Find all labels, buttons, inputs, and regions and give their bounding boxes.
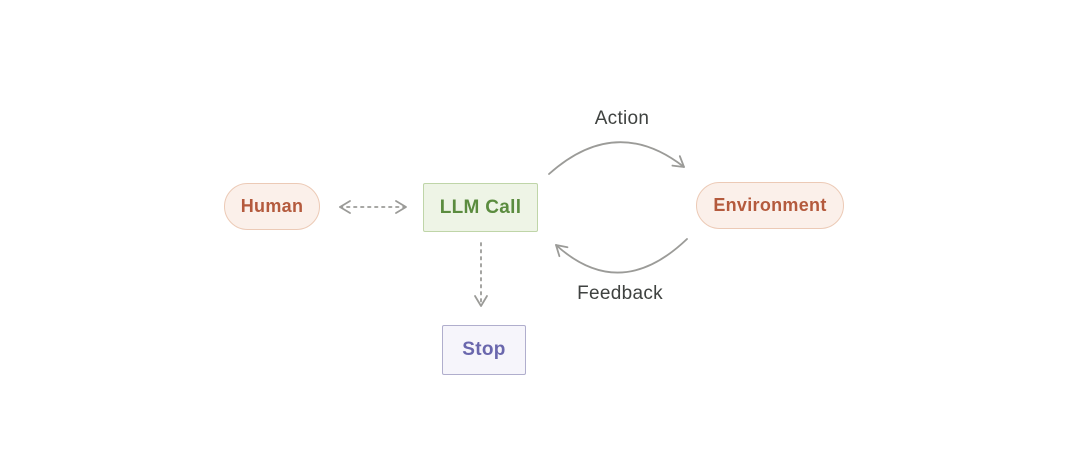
feedback-curved-arrow xyxy=(555,238,688,274)
environment-node-label: Environment xyxy=(713,195,827,215)
action-edge-label: Action xyxy=(594,108,650,129)
human-node-label: Human xyxy=(240,196,304,216)
environment-node: Environment xyxy=(696,182,844,229)
action-curved-arrow xyxy=(548,141,685,175)
llm-call-node-label: LLM Call xyxy=(439,196,522,218)
stop-node: Stop xyxy=(442,325,526,375)
feedback-edge-label: Feedback xyxy=(577,283,663,304)
human-node: Human xyxy=(224,183,320,230)
stop-node-label: Stop xyxy=(462,339,506,360)
llm-call-node: LLM Call xyxy=(423,183,538,232)
